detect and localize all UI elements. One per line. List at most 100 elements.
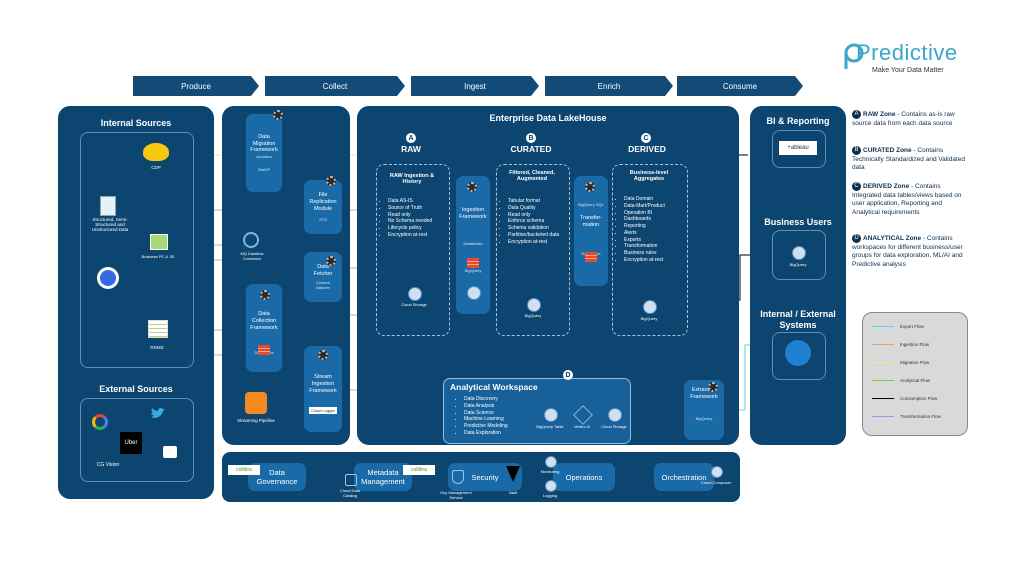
uber-logo: Uber (120, 432, 142, 454)
logging-icon (545, 480, 557, 492)
systems-bracket (772, 332, 826, 380)
systems-icon (785, 340, 811, 366)
stream-line-3: Framework (309, 387, 337, 394)
curated-bullet: Tabular format (508, 198, 574, 205)
extraction-tag: BigQuery (695, 416, 713, 422)
analytical-workspace-box (443, 378, 631, 444)
note-curated-letter: B (852, 146, 861, 155)
monitoring-icon (545, 456, 557, 468)
vault-label: Vault (508, 490, 518, 495)
connector-label: MQ Dataflow Connector (240, 251, 264, 261)
extraction-line-2: Framework (690, 393, 718, 400)
legend-line-swatch (872, 416, 894, 417)
analytical-bullets: Data Discovery Data Analysis Data Scienc… (456, 396, 544, 437)
raw-bullet: No Schema needed (388, 218, 454, 225)
fetcher-sub2: Batcher (316, 285, 330, 291)
external-sources-title: External Sources (99, 384, 173, 394)
raw-bullet: Data AS-IS (388, 198, 454, 205)
ingestion-bigquery-icon (467, 286, 481, 300)
analytical-bullet: Predictive Modeling (464, 423, 544, 430)
derived-zone-bullets: Data Domain Data-Mart/Product Operation … (616, 196, 694, 264)
stream-ingestion-box: Stream Ingestion Framework Cloud Logger (304, 346, 342, 432)
note-raw-name: RAW Zone (863, 111, 896, 119)
legend-label: Consumption Flow (900, 396, 938, 401)
legend-line-swatch (872, 362, 894, 363)
curated-bullet: Read only (508, 212, 574, 219)
ingestion-bq: BigQuery (464, 267, 482, 273)
replication-line-3: Module (313, 205, 333, 212)
legend-line-swatch (872, 326, 894, 327)
stream-tag: Cloud Logger (308, 406, 338, 414)
note-derived-text: - Contains Integrated data tables/views … (852, 183, 962, 216)
derived-zone-subtitle: Business-level Aggregates (629, 170, 669, 182)
transformation-gear-icon (585, 182, 595, 192)
analytical-bullet: Data Analysis (464, 403, 544, 410)
ingestion-line-1: Ingestion (461, 207, 485, 214)
business-users-title: Business Users (764, 217, 832, 227)
curated-zone-box (496, 164, 570, 336)
replication-line-1: File (318, 192, 328, 199)
collibra-logo-1: collibra (228, 465, 260, 475)
brand-name: Predictive (856, 40, 958, 65)
ingestion-line-2: Framework (459, 214, 487, 220)
derived-bullet: Business rules (624, 250, 694, 257)
fetcher-line-2: Fetcher (313, 270, 333, 277)
replication-tag: STS (319, 216, 327, 222)
analytical-bullet: Data Science (464, 410, 544, 417)
stage-ingest: Ingest (411, 76, 539, 96)
legend-label: Migration Flow (900, 360, 930, 365)
vertex-ai-label: Vertex AI (573, 424, 590, 429)
vault-icon (506, 466, 520, 482)
curated-bullet: Partition/bucketed data (508, 232, 574, 239)
raw-cloud-storage-label: Cloud Storage (401, 302, 427, 307)
curated-bigquery-icon (527, 298, 541, 312)
migration-sub: cloudera (256, 154, 272, 160)
analytical-bullet: Data Discovery (464, 396, 544, 403)
stage-consume: Consume (677, 76, 803, 96)
migration-framework-box: Data Migration Framework cloudera DistCP (246, 114, 282, 192)
operations-box: Operations (553, 463, 615, 491)
collection-line-2: Collection (251, 318, 277, 325)
predictive-logo-icon (844, 43, 864, 69)
migration-line-2: Migration (252, 140, 276, 147)
analytical-workspace-title: Analytical Workspace (450, 382, 538, 392)
internal-sources-bracket (80, 132, 194, 368)
cg-vision-label: CG Vision (96, 462, 120, 468)
bi-bracket (772, 130, 826, 168)
databricks-ingestion-icon (467, 258, 479, 268)
business-pc-label: Business PC & 3D (141, 254, 175, 259)
legend-item: Transformation Flow (872, 414, 941, 419)
note-analytical-text: - Contains workspaces for different busi… (852, 235, 963, 268)
data-catalog-label: Cloud Data Catalog (339, 488, 360, 498)
derived-bullet: Exports (624, 237, 694, 244)
curated-bullet: Schema validation (508, 225, 574, 232)
brand-tagline: Make Your Data Matter (872, 67, 944, 74)
logging-label: Logging (542, 493, 558, 498)
note-raw-text: - Contains as-is raw source data from ea… (852, 111, 955, 127)
cloud-storage-icon (608, 408, 622, 422)
curated-zone-title: CURATED (510, 144, 552, 154)
google-icon (92, 414, 108, 430)
stream-line-2: Ingestion (311, 381, 335, 388)
curated-zone-bullets: Tabular format Data Quality Read only En… (500, 198, 574, 245)
migration-tag: DistCP (257, 167, 271, 173)
kubernetes-icon (97, 267, 119, 289)
raw-cloud-storage-icon (408, 287, 422, 301)
raw-bullet: Encryption at-rest (388, 232, 454, 239)
collection-line-1: Data (258, 311, 270, 318)
stage-produce: Produce (133, 76, 259, 96)
cdp-label: CDP (151, 165, 161, 170)
ingestion-gear-icon (467, 182, 477, 192)
bi-reporting-title: BI & Reporting (766, 116, 830, 126)
analytical-zone-marker: D (563, 370, 573, 380)
note-curated-text: - Contains Technically Standardized and … (852, 147, 965, 172)
raw-bullet: Lifecycle policy (388, 225, 454, 232)
derived-bullet: Operation BI (624, 210, 694, 217)
legend-item: Consumption Flow (872, 396, 937, 401)
file-replication-box: File Replication Module STS (304, 180, 342, 234)
twitter-icon (151, 407, 165, 418)
legend-line-swatch (872, 398, 894, 399)
raw-zone-title: RAW (401, 144, 421, 154)
documents-icon (100, 196, 116, 216)
